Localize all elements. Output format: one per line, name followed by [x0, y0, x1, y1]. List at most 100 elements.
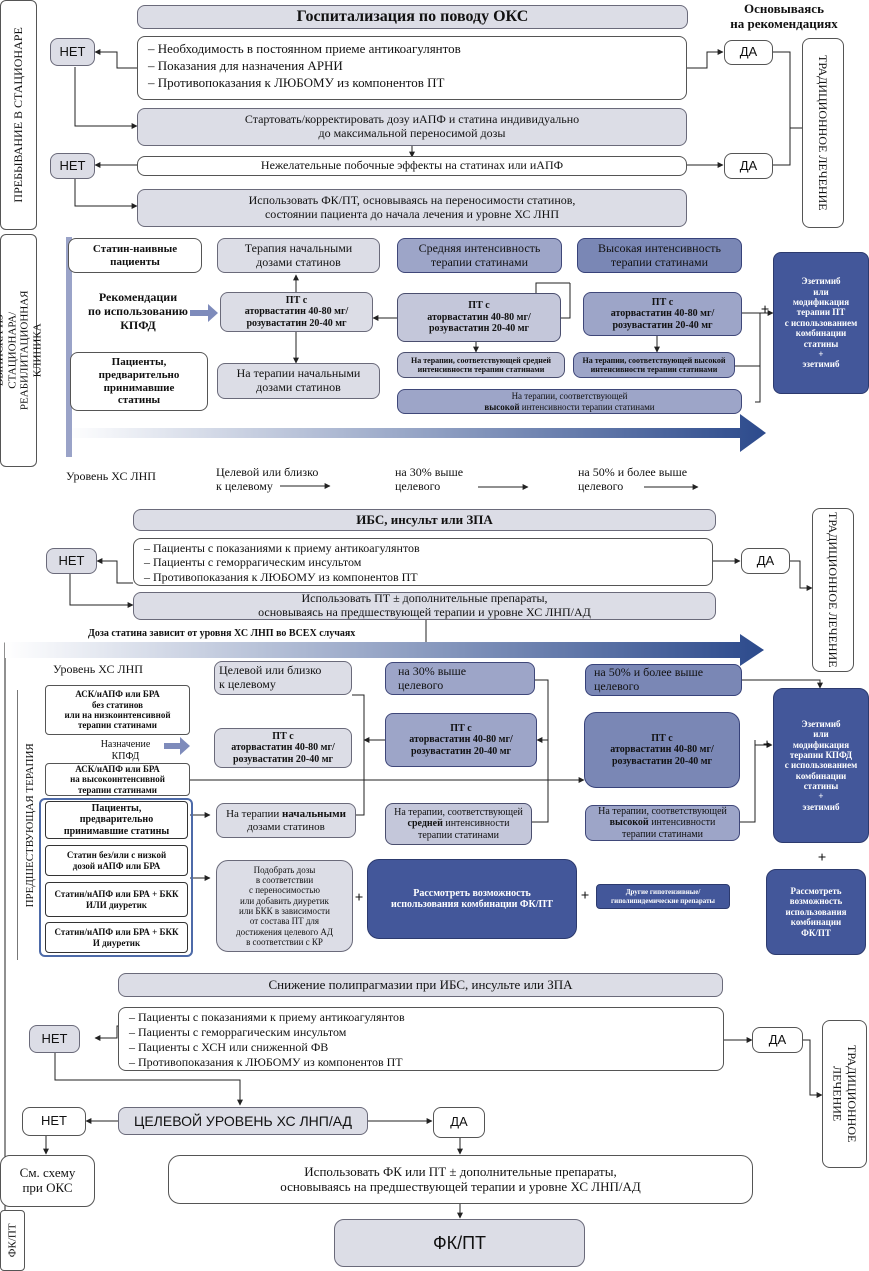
traditional-treatment-1: ТРАДИЦИОННОЕ ЛЕЧЕНИЕ: [816, 55, 831, 211]
statin-bkk-or-box: Статин/иАПФ или БРА + БКК ИЛИ диуретик: [45, 882, 188, 917]
plus-sign-3: +: [580, 888, 590, 904]
no-button-2[interactable]: НЕТ: [50, 153, 95, 179]
traditional-treatment-3: ТРАДИЦИОННОЕ ЛЕЧЕНИЕ: [830, 1045, 859, 1143]
ihd-criteria-list: – Пациенты с показаниями к приему антико…: [133, 538, 713, 586]
target-level-box: ЦЕЛЕВОЙ УРОВЕНЬ ХС ЛНП/АД: [118, 1107, 368, 1135]
on-high-bold: высокой: [609, 817, 649, 829]
select-doses-box: Подобрать дозы в соответствии с переноси…: [216, 860, 353, 952]
traditional-treatment-2: ТРАДИЦИОННОЕ ЛЕЧЕНИЕ: [826, 512, 841, 668]
plus-sign-2: +: [354, 890, 364, 906]
criteria-item: – Противопоказания к ЛЮБОМУ из компонент…: [148, 74, 445, 90]
consider-box-right: Рассмотреть возможность использования ко…: [766, 869, 866, 955]
kpfd-recommendations: Рекомендации по использованию КПФД: [88, 290, 188, 332]
no-button-5[interactable]: НЕТ: [22, 1107, 86, 1136]
on-medium-bold: средней: [407, 818, 443, 830]
discharge-label: ВЫПИСКА ИЗ СТАЦИОНАРА/ РЕАБИЛИТАЦИОННАЯ …: [0, 290, 44, 411]
on-medium-box-3: На терапии, соответствующей средней инте…: [385, 803, 532, 845]
on-high-wide-rest: интенсивности терапии статинами: [519, 401, 655, 412]
on-initial-dose-box: На терапии начальными дозами статинов: [217, 363, 380, 399]
ldl-50-2: на 50% и более выше целевого: [585, 664, 742, 696]
statin-naive-box: Статин-наивные пациенты: [68, 238, 202, 273]
prev-statin-patients-box-2: Пациенты, предварительно принимавшие ста…: [45, 801, 188, 839]
criteria-item: – Пациенты с геморрагическим инсультом: [129, 1025, 347, 1039]
stay-hospital-label: ПРЕБЫВАНИЕ В СТАЦИОНАРЕ: [10, 27, 25, 203]
fk-pt-final-box: ФК/ПТ: [334, 1219, 585, 1267]
plus-sign-1: +: [760, 302, 770, 318]
criteria-item: – Противопоказания к ЛЮБОМУ из компонент…: [129, 1055, 403, 1069]
pt-box-3b: ПТ с аторвастатин 40-80 мг/ розувастатин…: [385, 713, 537, 767]
criteria-item: – Пациенты с показаниями к приему антико…: [129, 1010, 405, 1024]
yes-button-4[interactable]: ДА: [752, 1027, 803, 1053]
yes-button-2[interactable]: ДА: [724, 153, 773, 179]
on-high-wide-line1: На терапии, соответствующей: [511, 391, 628, 402]
on-high-box: На терапии, соответствующей высокой инте…: [573, 352, 735, 378]
no-button-3[interactable]: НЕТ: [46, 548, 97, 574]
use-fk-or-pt-box: Использовать ФК или ПТ ± дополнительные …: [168, 1155, 753, 1204]
ldl-target-2: Целевой или близко к целевому: [214, 661, 352, 695]
plus-sign-4: +: [762, 737, 772, 753]
on-high-wide-bold: высокой: [484, 401, 520, 412]
on-medium-line2: средней интенсивности терапии статинами: [408, 818, 510, 841]
plus-sign-5: +: [817, 850, 827, 866]
pt-box-medium: ПТ с аторвастатин 40-80 мг/ розувастатин…: [397, 293, 561, 342]
ezetimibe-box-1: Эзетимиб или модификация терапии ПТ с ис…: [773, 252, 869, 394]
stay-hospital-label-box: [0, 0, 37, 230]
based-on-recommendations: Основываясь на рекомендациях: [730, 1, 838, 31]
fk-pt-side-label: ФК/ПТ: [6, 1223, 19, 1258]
criteria-item: – Противопоказания к ЛЮБОМУ из компонент…: [144, 569, 418, 584]
prev-therapy-label: ПРЕДШЕСТВУЮЩАЯ ТЕРАПИЯ: [17, 690, 42, 960]
criteria-item: – Необходимость в постоянном приеме анти…: [148, 41, 461, 56]
ldl-level-label-1: Уровень ХС ЛНП: [66, 469, 156, 483]
ezetimibe-box-2: Эзетимиб или модификация терапии КПФД с …: [773, 688, 869, 843]
use-pt-box: Использовать ПТ ± дополнительные препара…: [133, 591, 716, 620]
ldl-50-1: на 50% и более выше целевого: [578, 465, 688, 493]
on-medium-line1: На терапии, соответствующей: [394, 806, 523, 818]
side-effects-box: Нежелательные побочные эффекты на статин…: [137, 156, 687, 176]
yes-button-3[interactable]: ДА: [741, 548, 790, 574]
acs-hospitalization-title: Госпитализация по поводу ОКС: [137, 5, 688, 29]
on-medium-rest: интенсивности терапии статинами: [418, 818, 510, 841]
on-high-rest: интенсивности терапии статинами: [622, 817, 716, 840]
medium-intensity-box: Средняя интенсивность терапии статинами: [397, 238, 562, 273]
polypharmacy-title: Снижение полипрагмазии при ИБС, инсульте…: [118, 973, 723, 997]
ask-high-box: АСК/иАПФ или БРА на высокоинтенсивной те…: [45, 763, 190, 796]
ask-low-box: АСК/иАПФ или БРА без статинов или на низ…: [45, 685, 190, 735]
yes-button-1[interactable]: ДА: [724, 40, 773, 65]
consider-fk-pt-box: Рассмотреть возможность использования ко…: [367, 859, 577, 939]
kpfd-label: Назначение КПФД: [100, 739, 151, 762]
traditional-treatment-box-2: [812, 508, 854, 672]
on-high-wide-line2: высокой интенсивности терапии статинами: [484, 402, 654, 412]
prev-statin-patients-box: Пациенты, предварительно принимавшие ста…: [70, 352, 208, 411]
see-acs-scheme-box[interactable]: См. схему при ОКС: [0, 1155, 95, 1207]
on-high-line1: На терапии, соответствующей: [598, 805, 727, 817]
pt-box-3c: ПТ с аторвастатин 40-80 мг/ розувастатин…: [584, 712, 740, 788]
yes-button-5[interactable]: ДА: [433, 1107, 485, 1138]
other-drugs-box: Другие гипотензивные/ гиполипидемические…: [596, 884, 730, 909]
traditional-treatment-box-3: [822, 1020, 867, 1168]
statin-low-box: Статин без/или с низкой дозой иАПФ или Б…: [45, 845, 188, 876]
pt-box-initial: ПТ с аторвастатин 40-80 мг/ розувастатин…: [220, 292, 373, 332]
high-intensity-box: Высокая интенсивность терапии статинами: [577, 238, 742, 273]
no-button-1[interactable]: НЕТ: [50, 38, 95, 66]
criteria-item: – Показания для назначения АРНИ: [148, 57, 343, 73]
on-high-wide-box: На терапии, соответствующей высокой инте…: [397, 389, 742, 414]
polypharmacy-criteria-list: – Пациенты с показаниями к приему антико…: [118, 1007, 724, 1071]
acs-criteria-list: – Необходимость в постоянном приеме анти…: [137, 36, 687, 100]
ldl-30-2: на 30% выше целевого: [385, 662, 535, 695]
initial-dose-box: Терапия начальными дозами статинов: [217, 238, 380, 273]
criteria-item: – Пациенты с ХСН или сниженной ФВ: [129, 1040, 329, 1054]
ldl-level-label-2: Уровень ХС ЛНП: [53, 662, 143, 676]
on-initial-line2: дозами статинов: [247, 820, 325, 833]
prev-therapy-group: [39, 798, 193, 957]
pt-box-3a: ПТ с аторвастатин 40-80 мг/ розувастатин…: [214, 728, 352, 768]
ldl-target-1: Целевой или близко к целевому: [216, 465, 319, 493]
no-button-4[interactable]: НЕТ: [29, 1025, 80, 1053]
start-adjust-dose-box: Стартовать/корректировать дозу иАПФ и ст…: [137, 108, 687, 146]
ldl-30-1: на 30% выше целевого: [395, 465, 464, 493]
criteria-item: – Пациенты с геморрагическим инсультом: [144, 555, 362, 570]
ihd-title: ИБС, инсульт или ЗПА: [133, 509, 716, 531]
criteria-item: – Пациенты с показаниями к приему антико…: [144, 541, 420, 555]
traditional-treatment-box-1: [802, 38, 844, 228]
statin-bkk-and-box: Статин/иАПФ или БРА + БКК И диуретик: [45, 922, 188, 953]
